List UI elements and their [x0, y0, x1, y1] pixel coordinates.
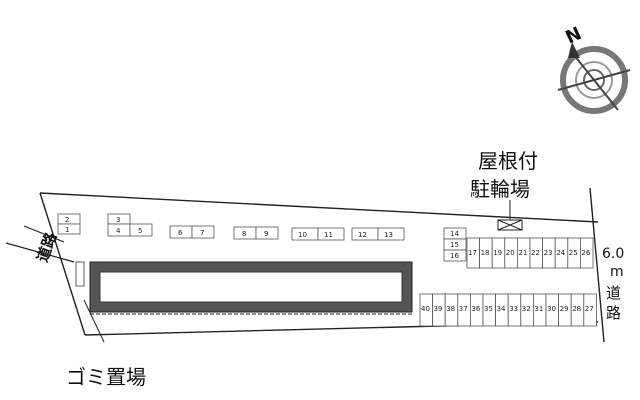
parking-slot-label: 20 [506, 249, 515, 257]
parking-slot-label: 25 [569, 249, 578, 257]
parking-slot-label: 10 [298, 231, 307, 239]
parking-slot-label: 4 [116, 227, 121, 235]
parking-slot-label: 27 [585, 305, 594, 313]
garbage-area-label: ゴミ置場 [66, 365, 146, 389]
compass-north-label: N [562, 23, 585, 48]
parking-slot-label: 28 [572, 305, 581, 313]
parking-slot-label: 40 [421, 305, 430, 313]
parking-slot-label: 26 [581, 249, 590, 257]
road-right-label-line2: 路 [606, 304, 621, 322]
parking-slot-label: 16 [450, 252, 459, 260]
parking-slot-label: 32 [522, 305, 531, 313]
parking-slot [583, 293, 597, 327]
parking-slot-label: 34 [497, 305, 506, 313]
parking-slot-label: 23 [544, 249, 553, 257]
garbage-area-marker [75, 261, 85, 287]
parking-slot-label: 17 [468, 249, 477, 257]
parking-slot-label: 36 [471, 305, 480, 313]
compass: N [557, 23, 631, 114]
parking-slot-label: 30 [547, 305, 556, 313]
parking-slot-label: 31 [534, 305, 543, 313]
parking-slot-label: 19 [493, 249, 502, 257]
parking-slot-label: 35 [484, 305, 493, 313]
parking-slot-label: 7 [200, 229, 204, 237]
road-right-unit: m [610, 264, 624, 280]
parking-slot-label: 1 [65, 226, 69, 234]
parking-slot [580, 237, 594, 269]
building [89, 261, 413, 315]
parking-slot-label: 24 [556, 249, 565, 257]
road-right-label-line1: 道 [606, 284, 621, 302]
parking-slot-label: 33 [509, 305, 518, 313]
parking-slot-label: 22 [531, 249, 540, 257]
parking-top-row: 2 1 3 4 5 6 7 8 9 10 11 12 13 [57, 213, 405, 241]
parking-slot-label: 6 [178, 229, 183, 237]
parking-slot-label: 21 [518, 249, 527, 257]
parking-right-column: 14 15 16 [443, 227, 467, 262]
parking-slot-label: 12 [358, 231, 367, 239]
parking-slot-label: 8 [242, 230, 246, 238]
parking-slot-label: 39 [434, 305, 443, 313]
parking-slot-label: 5 [138, 227, 142, 235]
road-right-width: 6.0 [602, 246, 624, 262]
parking-slot-label: 15 [450, 241, 459, 249]
parking-slot-label: 3 [116, 216, 120, 224]
parking-slot-label: 18 [481, 249, 490, 257]
parking-slot-label: 11 [324, 231, 333, 239]
parking-slot-label: 14 [450, 230, 459, 238]
parking-slot-label: 38 [446, 305, 455, 313]
compass-rose-icon [557, 42, 631, 114]
parking-slot-label: 37 [459, 305, 468, 313]
parking-slot-label: 13 [384, 231, 393, 239]
parking-slot-label: 29 [560, 305, 569, 313]
parking-slot-label: 2 [65, 216, 69, 224]
parking-slot-label: 9 [264, 230, 268, 238]
garbage-area-leader-line [83, 299, 105, 343]
bicycle-parking-marker-icon [497, 219, 523, 231]
bicycle-parking-label-line2: 駐輪場 [470, 177, 530, 201]
bicycle-parking-label-line1: 屋根付 [478, 149, 538, 173]
